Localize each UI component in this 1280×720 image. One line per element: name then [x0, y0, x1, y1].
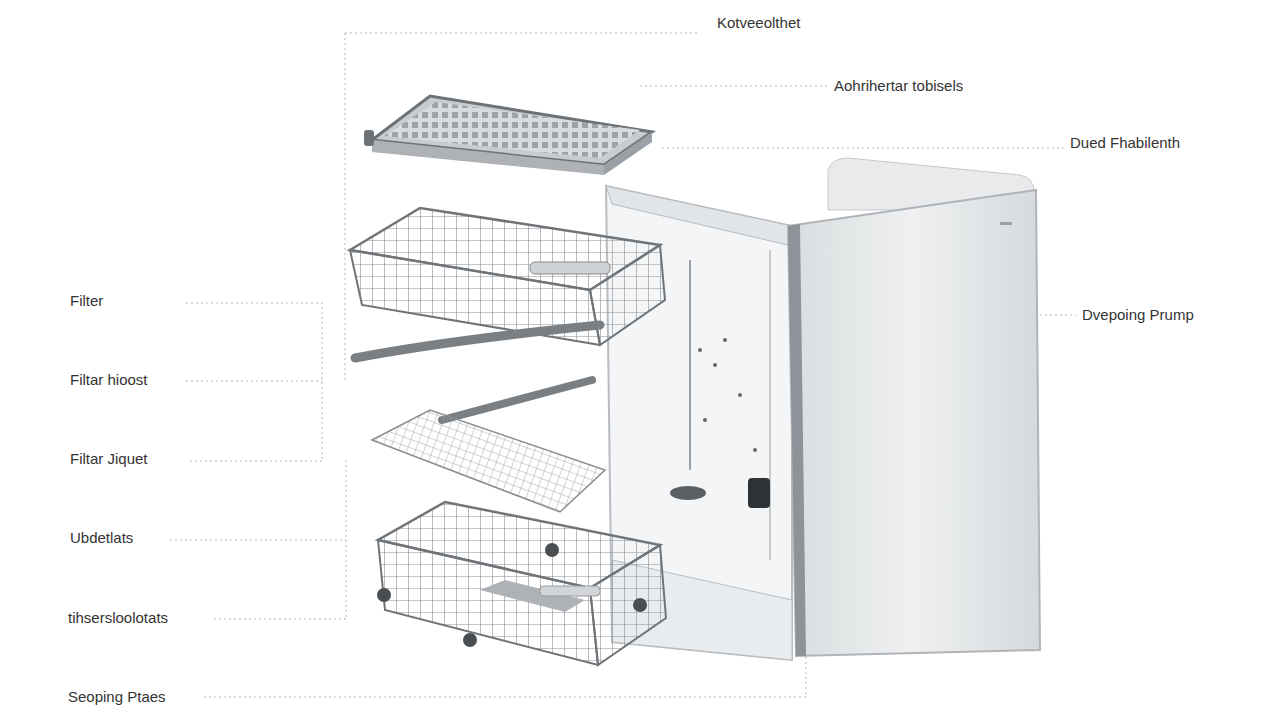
- part-label: Ubdetlats: [68, 529, 135, 547]
- part-label: Kotveeolthet: [715, 14, 802, 32]
- part-label: tihsersloolotats: [66, 609, 170, 627]
- part-label: Dvepoing Prump: [1080, 306, 1196, 324]
- part-label: Filtar Jiquet: [68, 450, 150, 468]
- lower-rack: [377, 502, 666, 665]
- door-panel: [788, 158, 1040, 656]
- leader-lines: [170, 33, 1076, 697]
- part-label: Aohrihertar tobisels: [832, 77, 965, 95]
- spray-arm: [442, 380, 592, 420]
- part-label: Seoping Ptaes: [66, 688, 168, 706]
- part-label: Filtar hioost: [68, 371, 150, 389]
- upper-rack: [350, 208, 665, 358]
- part-label: Filter: [68, 292, 105, 310]
- cutlery-tray: [364, 96, 652, 175]
- part-label: Dued Fhabilenth: [1068, 134, 1182, 152]
- filter-mesh: [372, 410, 605, 512]
